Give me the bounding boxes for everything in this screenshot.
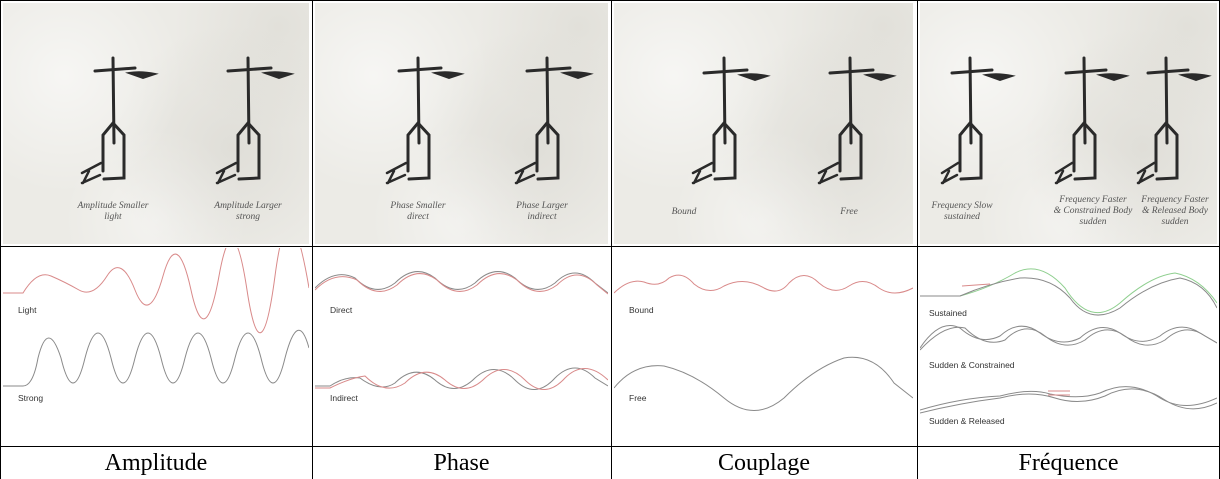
wave-label: Direct <box>330 305 352 315</box>
grid-line <box>0 446 1220 447</box>
wave-label: Bound <box>629 305 654 315</box>
caption-line: light <box>58 212 168 223</box>
caption-line: Phase Smaller <box>363 201 473 212</box>
notation-symbol <box>217 58 291 183</box>
figure-caption: Frequency Faster & Released Body sudden <box>1134 195 1216 228</box>
caption-line: sustained <box>922 212 1002 223</box>
notation-symbol <box>1056 58 1126 183</box>
grid-line <box>0 246 1220 247</box>
caption-line: indirect <box>487 212 597 223</box>
figure-caption: Amplitude Larger strong <box>193 201 303 223</box>
frequence-wave-plot <box>920 248 1217 444</box>
figure-caption: Phase Larger indirect <box>487 201 597 223</box>
sustained-wave-curve <box>920 269 1217 313</box>
notation-symbol <box>693 58 767 183</box>
wave-label: Sudden & Released <box>929 416 1005 426</box>
wave-label: Light <box>18 305 36 315</box>
grid-line <box>0 0 1220 1</box>
wave-label: Strong <box>18 393 43 403</box>
figure-caption: Bound <box>654 207 714 218</box>
column-title: Phase <box>312 448 611 479</box>
amplitude-notation-image: Amplitude Smaller light Amplitude Larger… <box>3 3 309 244</box>
light-wave-curve <box>3 248 309 333</box>
notation-symbol <box>82 58 155 183</box>
bound-wave-curve <box>614 275 913 293</box>
caption-line: sudden <box>1052 217 1134 228</box>
grid-line <box>0 0 1 479</box>
amplitude-wave-plot <box>3 248 309 444</box>
frequence-wave-panel: Sustained Sudden & Constrained Sudden & … <box>920 248 1217 444</box>
couplage-wave-panel: Bound Free <box>614 248 913 444</box>
grid-line <box>611 0 612 479</box>
sustained-wave-curve <box>962 284 990 286</box>
figure-caption: Phase Smaller direct <box>363 201 473 223</box>
caption-line: & Released Body <box>1134 206 1216 217</box>
column-title: Couplage <box>611 448 917 479</box>
wave-label: Free <box>629 393 646 403</box>
grid-line <box>312 0 313 479</box>
amplitude-wave-panel: Light Strong <box>3 248 309 444</box>
frequence-notation-image: Frequency Slow sustained Frequency Faste… <box>920 3 1217 244</box>
released-wave-curve <box>920 389 1217 413</box>
wave-label: Indirect <box>330 393 358 403</box>
indirect-wave-curve <box>315 368 608 389</box>
free-wave-curve <box>614 357 913 410</box>
figure-caption: Frequency Faster & Constrained Body sudd… <box>1052 195 1134 228</box>
constrained-wave-curve <box>920 327 1217 350</box>
caption-line: direct <box>363 212 473 223</box>
figure-caption: Free <box>819 207 879 218</box>
caption-line: Frequency Faster <box>1134 195 1216 206</box>
caption-line: sudden <box>1134 217 1216 228</box>
direct-wave-curve <box>315 274 608 294</box>
caption-line: Amplitude Smaller <box>58 201 168 212</box>
notation-symbol <box>387 58 461 183</box>
caption-line: Free <box>819 207 879 218</box>
caption-line: strong <box>193 212 303 223</box>
figure-caption: Amplitude Smaller light <box>58 201 168 223</box>
column-title: Amplitude <box>0 448 312 479</box>
caption-line: & Constrained Body <box>1052 206 1134 217</box>
notation-symbol <box>1138 58 1208 183</box>
caption-line: Frequency Faster <box>1052 195 1134 206</box>
grid-line <box>917 0 918 479</box>
figure-caption: Frequency Slow sustained <box>922 201 1002 223</box>
caption-line: Amplitude Larger <box>193 201 303 212</box>
released-wave-curve <box>920 387 1217 410</box>
notation-symbol <box>516 58 590 183</box>
phase-wave-plot <box>315 248 608 444</box>
wave-label: Sustained <box>929 308 967 318</box>
constrained-wave-curve <box>920 326 1217 349</box>
strong-wave-curve <box>3 330 309 386</box>
caption-line: Frequency Slow <box>922 201 1002 212</box>
notation-symbol <box>942 58 1012 183</box>
couplage-notation-image: Bound Free <box>614 3 913 244</box>
wave-label: Sudden & Constrained <box>929 360 1015 370</box>
caption-line: Bound <box>654 207 714 218</box>
notation-symbol <box>819 58 893 183</box>
column-title: Fréquence <box>917 448 1220 479</box>
phase-notation-image: Phase Smaller direct Phase Larger indire… <box>315 3 608 244</box>
phase-wave-panel: Direct Indirect <box>315 248 608 444</box>
couplage-wave-plot <box>614 248 913 444</box>
caption-line: Phase Larger <box>487 201 597 212</box>
